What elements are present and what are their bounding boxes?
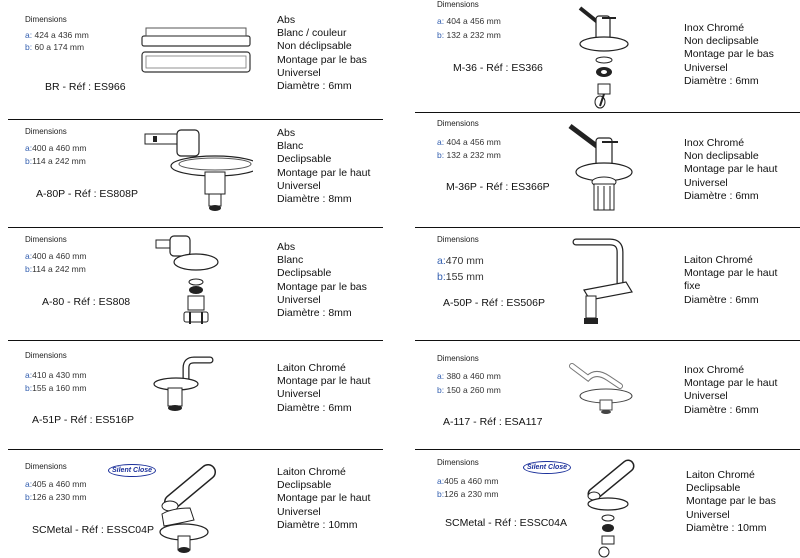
hinge-a80-illustration bbox=[155, 235, 219, 324]
dimension-b: b: 132 a 232 mm bbox=[437, 150, 501, 160]
dimensions-heading: Dimensions bbox=[25, 127, 67, 136]
divider bbox=[415, 449, 800, 450]
dimensions-heading: Dimensions bbox=[25, 235, 67, 244]
dimension-a: a:400 a 460 mm bbox=[25, 143, 87, 153]
dimension-a: a: 404 a 456 mm bbox=[437, 137, 501, 147]
divider bbox=[415, 227, 800, 228]
divider bbox=[8, 449, 383, 450]
dimension-b: b:126 a 230 mm bbox=[25, 492, 87, 502]
dimensions-heading: Dimensions bbox=[437, 458, 479, 467]
product-reference: SCMetal - Réf : ESSC04A bbox=[445, 517, 567, 529]
dimensions-heading: Dimensions bbox=[25, 15, 67, 24]
divider bbox=[415, 340, 800, 341]
hinge-a117-illustration bbox=[569, 363, 633, 414]
product-reference: A-80 - Réf : ES808 bbox=[42, 296, 131, 308]
silent-close-logo: Silent Close bbox=[523, 461, 572, 474]
dimensions-heading: Dimensions bbox=[437, 235, 479, 244]
dimension-b: b: 60 a 174 mm bbox=[25, 42, 85, 52]
dimension-a: a: 404 a 456 mm bbox=[437, 16, 501, 26]
dimension-a: a:470 mm bbox=[437, 255, 484, 267]
dimension-b: b: 150 a 260 mm bbox=[437, 385, 501, 395]
dimension-b: b:114 a 242 mm bbox=[25, 156, 86, 166]
dimensions-heading: Dimensions bbox=[437, 354, 479, 363]
hinge-a51p-illustration bbox=[153, 356, 214, 411]
hinge-a50p-illustration bbox=[572, 238, 633, 324]
dimensions-heading: Dimensions bbox=[437, 0, 479, 9]
divider bbox=[8, 340, 383, 341]
product-reference: A-80P - Réf : ES808P bbox=[36, 188, 138, 200]
product-reference: M-36P - Réf : ES366P bbox=[446, 181, 550, 193]
dimension-a: a: 380 a 460 mm bbox=[437, 371, 501, 381]
dimensions-heading: Dimensions bbox=[437, 119, 479, 128]
product-reference: A-117 - Réf : ESA117 bbox=[443, 416, 543, 428]
dimension-a: a:410 a 430 mm bbox=[25, 370, 87, 380]
dimension-a: a: 424 a 436 mm bbox=[25, 30, 89, 40]
hinge-a80p-illustration bbox=[144, 129, 253, 211]
dimension-b: b:114 a 242 mm bbox=[25, 264, 86, 274]
dimension-b: b: 132 a 232 mm bbox=[437, 30, 501, 40]
dimensions-heading: Dimensions bbox=[25, 351, 67, 360]
dimension-b: b:126 a 230 mm bbox=[437, 489, 499, 499]
product-reference: A-50P - Réf : ES506P bbox=[443, 297, 545, 309]
dimension-a: a:405 a 460 mm bbox=[437, 476, 499, 486]
hinge-scmetal-p-illustration bbox=[159, 464, 216, 553]
product-reference: M-36 - Réf : ES366 bbox=[453, 62, 543, 74]
dimensions-heading: Dimensions bbox=[25, 462, 67, 471]
dimension-b: b:155 mm bbox=[437, 271, 484, 283]
divider bbox=[8, 227, 383, 228]
dimension-a: a:405 a 460 mm bbox=[25, 479, 87, 489]
product-reference: BR - Réf : ES966 bbox=[45, 81, 126, 93]
silent-close-logo: Silent Close bbox=[108, 464, 157, 477]
product-reference: SCMetal - Réf : ESSC04P bbox=[32, 524, 154, 536]
hinge-scmetal-a-illustration bbox=[587, 459, 635, 558]
dimension-b: b:155 a 160 mm bbox=[25, 383, 87, 393]
dimension-a: a:400 a 460 mm bbox=[25, 251, 87, 261]
divider bbox=[8, 119, 383, 120]
hinge-m36-illustration bbox=[578, 6, 629, 109]
product-reference: A-51P - Réf : ES516P bbox=[32, 414, 134, 426]
divider bbox=[415, 112, 800, 113]
hinge-m36p-illustration bbox=[568, 124, 633, 211]
hinge-br-illustration bbox=[141, 27, 251, 73]
